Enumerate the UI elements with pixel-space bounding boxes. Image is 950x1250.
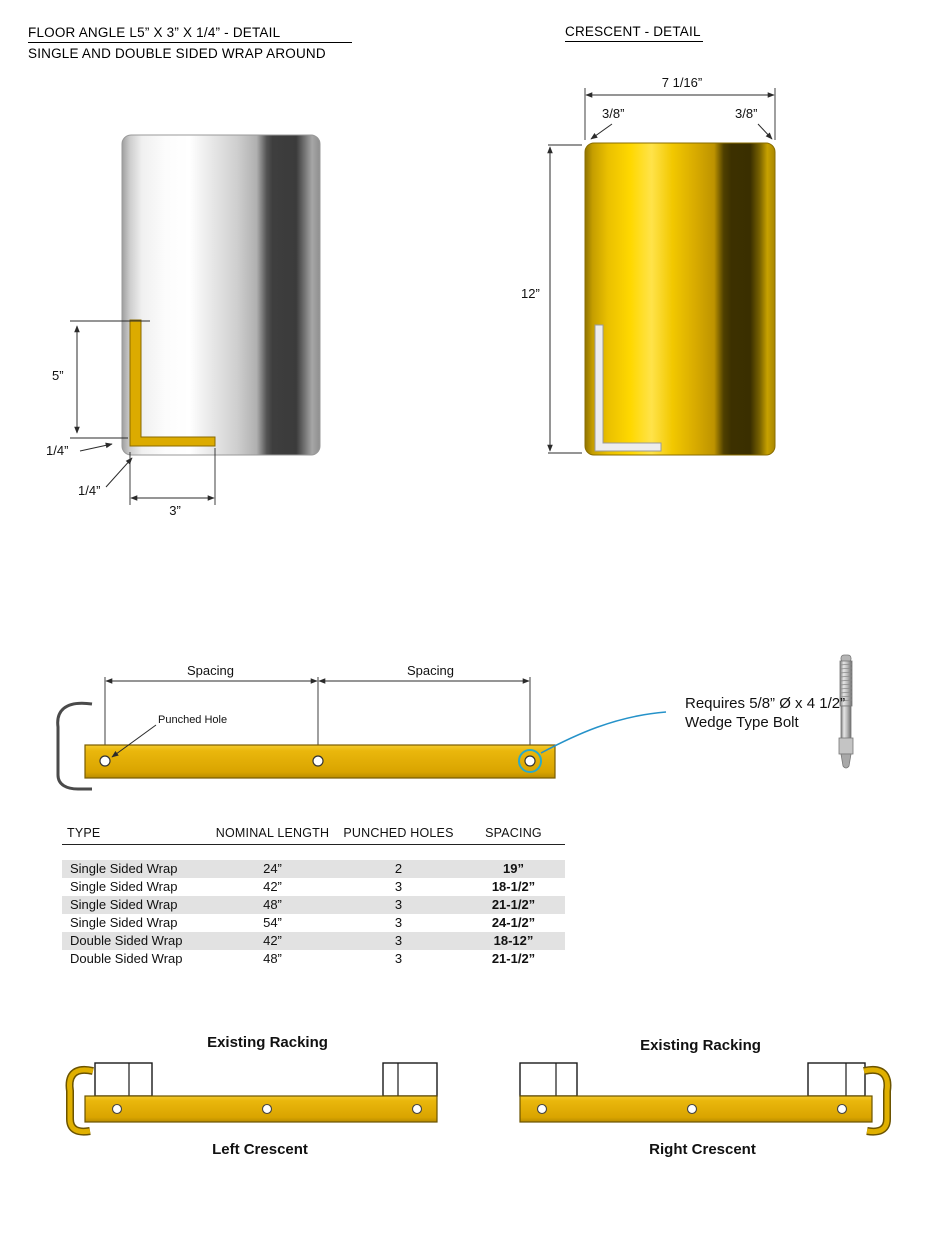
hole: [411, 1103, 423, 1115]
col-header-spacing: SPACING: [485, 826, 542, 840]
hole: [836, 1103, 848, 1115]
left-crescent-label: Left Crescent: [212, 1141, 308, 1158]
inner-angle-profile: [594, 324, 662, 452]
col-header-type: TYPE: [67, 826, 101, 840]
table-row: Double Sided Wrap 48” 3 21-1/2”: [62, 950, 565, 968]
drawing-title-left: FLOOR ANGLE L5” X 3” X 1/4” - DETAIL SIN…: [28, 25, 352, 61]
cell-length: 42”: [263, 879, 282, 894]
title-right-text: CRESCENT - DETAIL: [565, 24, 703, 42]
existing-racking-label-right: Existing Racking: [640, 1037, 761, 1054]
punched-hole-2: [312, 755, 324, 767]
dim-3-8-right: 3/8”: [735, 106, 758, 121]
cell-type: Single Sided Wrap: [70, 879, 178, 894]
cell-length: 24”: [263, 861, 282, 876]
cell-holes: 2: [394, 861, 403, 876]
cell-holes: 3: [394, 951, 403, 966]
cell-length: 54”: [263, 915, 282, 930]
punched-hole-1: [99, 755, 111, 767]
col-header-nominal-length: NOMINAL LENGTH: [215, 826, 330, 840]
dim-5in: 5”: [52, 368, 64, 383]
existing-racking-label-left: Existing Racking: [207, 1034, 328, 1051]
spacing-label-left: Spacing: [187, 663, 234, 678]
title-left-line2: SINGLE AND DOUBLE SIDED WRAP AROUND: [28, 46, 326, 61]
table-row: Single Sided Wrap 24” 2 19”: [62, 860, 565, 878]
right-hook: [863, 1067, 890, 1135]
floor-angle-profile: [129, 319, 216, 447]
cell-spacing: 18-1/2”: [491, 879, 536, 894]
cell-type: Double Sided Wrap: [70, 951, 183, 966]
racking-post: [807, 1062, 866, 1097]
spec-table: TYPE NOMINAL LENGTH PUNCHED HOLES SPACIN…: [62, 826, 565, 968]
hole: [261, 1103, 273, 1115]
table-row: Single Sided Wrap 48” 3 21-1/2”: [62, 896, 565, 914]
left-hook: [67, 1067, 94, 1135]
cell-holes: 3: [394, 897, 403, 912]
cell-type: Double Sided Wrap: [70, 933, 183, 948]
cell-length: 48”: [263, 951, 282, 966]
dim-quarter-vert: 1/4”: [78, 483, 101, 498]
cell-spacing: 24-1/2”: [491, 915, 536, 930]
spacing-label-right: Spacing: [407, 663, 454, 678]
crescent-cylinder: [584, 142, 776, 456]
cell-spacing: 21-1/2”: [491, 951, 536, 966]
hole: [111, 1103, 123, 1115]
dim-7-1-16in: 7 1/16”: [661, 75, 703, 90]
table-row: Double Sided Wrap 42” 3 18-12”: [62, 932, 565, 950]
wrap-hook-end: [56, 701, 93, 791]
racking-post: [94, 1062, 153, 1097]
cell-spacing: 18-12”: [493, 933, 534, 948]
cell-length: 42”: [263, 933, 282, 948]
cell-holes: 3: [394, 879, 403, 894]
callout-circle: [518, 749, 542, 773]
right-crescent-label: Right Crescent: [649, 1141, 756, 1158]
hole: [686, 1103, 698, 1115]
cell-spacing: 19”: [503, 861, 524, 876]
hole: [536, 1103, 548, 1115]
wedge-bolt-illustration: [838, 654, 854, 769]
drawing-title-right: CRESCENT - DETAIL: [565, 24, 703, 42]
dim-12in: 12”: [521, 286, 540, 301]
racking-post: [382, 1062, 438, 1097]
cell-length: 48”: [263, 897, 282, 912]
punched-hole-3: [524, 755, 536, 767]
racking-post: [519, 1062, 578, 1097]
dim-quarter-horiz: 1/4”: [46, 443, 69, 458]
punched-hole-label: Punched Hole: [158, 714, 228, 726]
cell-spacing: 21-1/2”: [491, 897, 536, 912]
dim-3-8-left: 3/8”: [602, 106, 625, 121]
col-header-punched-holes: PUNCHED HOLES: [343, 826, 454, 840]
right-crescent-bar: [519, 1095, 873, 1123]
cell-type: Single Sided Wrap: [70, 915, 178, 930]
table-header-row: TYPE NOMINAL LENGTH PUNCHED HOLES SPACIN…: [62, 826, 565, 845]
cell-holes: 3: [394, 933, 403, 948]
title-left-line1: FLOOR ANGLE L5” X 3” X 1/4” - DETAIL: [28, 25, 352, 43]
upright-column: [121, 134, 321, 456]
table-row: Single Sided Wrap 42” 3 18-1/2”: [62, 878, 565, 896]
dim-3in: 3”: [169, 503, 181, 518]
cell-type: Single Sided Wrap: [70, 861, 178, 876]
left-crescent-bar: [84, 1095, 438, 1123]
bolt-note-line1: Requires 5/8” Ø x 4 1/2”: [685, 695, 846, 712]
callout-curve: [540, 711, 667, 754]
table-row: Single Sided Wrap 54” 3 24-1/2”: [62, 914, 565, 932]
cell-holes: 3: [394, 915, 403, 930]
cell-type: Single Sided Wrap: [70, 897, 178, 912]
bolt-note-line2: Wedge Type Bolt: [685, 714, 799, 731]
